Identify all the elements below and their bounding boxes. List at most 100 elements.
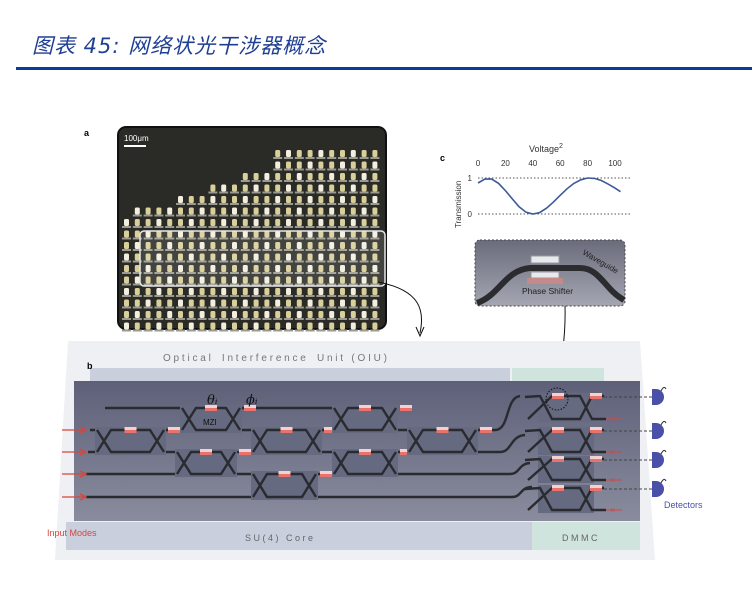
chip-element bbox=[134, 230, 140, 238]
phase-shifter-heat bbox=[205, 408, 217, 411]
chip-trace bbox=[370, 295, 380, 297]
chip-element bbox=[210, 230, 216, 238]
chip-element bbox=[264, 196, 270, 203]
chip-trace bbox=[154, 272, 164, 274]
chip-element bbox=[296, 196, 302, 203]
chip-trace bbox=[316, 329, 326, 332]
chip-trace bbox=[273, 272, 283, 274]
arrow-head-icon bbox=[415, 326, 425, 338]
chip-element bbox=[372, 242, 378, 249]
chip-element bbox=[156, 311, 162, 318]
chip-trace bbox=[327, 180, 337, 182]
chip-trace bbox=[219, 283, 229, 286]
chip-trace bbox=[338, 260, 347, 263]
phase-shifter bbox=[590, 485, 602, 488]
chip-element bbox=[134, 288, 140, 295]
chip-trace bbox=[294, 272, 304, 274]
chip-element bbox=[242, 242, 248, 249]
chip-element bbox=[167, 207, 173, 215]
chip-trace bbox=[197, 329, 207, 332]
chip-trace bbox=[284, 329, 293, 332]
chip-trace bbox=[348, 306, 358, 309]
chip-trace bbox=[273, 237, 283, 240]
phase-shifter bbox=[400, 449, 412, 452]
chip-trace bbox=[165, 272, 175, 274]
chip-trace bbox=[251, 191, 261, 194]
chip-element bbox=[210, 311, 216, 318]
chip-trace bbox=[197, 306, 207, 309]
chip-trace bbox=[262, 329, 272, 332]
chip-element bbox=[318, 219, 324, 226]
chip-trace bbox=[240, 306, 250, 309]
chip-trace bbox=[348, 203, 358, 205]
chip-element bbox=[124, 288, 129, 295]
chip-element bbox=[178, 207, 183, 215]
chip-trace bbox=[251, 318, 261, 320]
chip-trace bbox=[284, 283, 293, 286]
chip-trace bbox=[370, 168, 380, 171]
chip-trace bbox=[186, 214, 196, 217]
chip-trace bbox=[240, 283, 250, 286]
chip-trace bbox=[338, 295, 347, 297]
chip-trace bbox=[262, 214, 272, 217]
chip-element bbox=[307, 311, 313, 318]
chip-element bbox=[286, 173, 291, 180]
chip-element bbox=[296, 276, 302, 284]
chip-element bbox=[318, 230, 324, 238]
chip-trace bbox=[122, 283, 131, 286]
chip-element bbox=[318, 173, 324, 180]
chip-element bbox=[156, 230, 162, 238]
chip-element bbox=[221, 219, 227, 226]
chip-element bbox=[242, 230, 248, 238]
chip-trace bbox=[132, 237, 142, 240]
chip-trace bbox=[370, 214, 380, 217]
phase-shifter bbox=[400, 405, 412, 408]
chip-trace bbox=[262, 237, 272, 240]
chip-element bbox=[350, 253, 356, 261]
chip-trace bbox=[370, 226, 380, 228]
chip-trace bbox=[338, 214, 347, 217]
chip-element bbox=[199, 311, 205, 318]
mzi-arm bbox=[527, 486, 606, 512]
chip-element bbox=[318, 161, 324, 169]
chip-trace bbox=[348, 260, 358, 263]
phase-shifter bbox=[324, 427, 336, 430]
detector-icon bbox=[652, 420, 667, 439]
chip-element bbox=[361, 230, 367, 238]
panel-b-label: b bbox=[87, 361, 93, 371]
chip-element bbox=[221, 242, 227, 249]
chip-element bbox=[318, 288, 324, 295]
chip-trace bbox=[359, 249, 369, 251]
transmission-curve bbox=[477, 177, 621, 215]
chip-element bbox=[361, 276, 367, 284]
arrow-head-icon bbox=[79, 493, 88, 501]
chip-element bbox=[318, 311, 324, 318]
chip-trace bbox=[230, 237, 239, 240]
chip-element bbox=[253, 265, 259, 272]
arrow-head-icon bbox=[79, 470, 88, 478]
chip-trace bbox=[338, 168, 347, 171]
chip-element bbox=[167, 253, 173, 261]
chip-element bbox=[307, 276, 313, 284]
chip-element bbox=[275, 161, 281, 169]
chip-element bbox=[329, 161, 335, 169]
chip-element bbox=[350, 311, 356, 318]
chip-trace bbox=[348, 272, 358, 274]
chip-trace bbox=[186, 249, 196, 251]
chip-element bbox=[361, 161, 367, 169]
phase-shifter-heat bbox=[400, 408, 412, 411]
chip-element bbox=[210, 219, 216, 226]
chip-element bbox=[329, 288, 335, 295]
chip-element bbox=[253, 253, 259, 261]
chip-element bbox=[242, 276, 248, 284]
chip-trace bbox=[132, 260, 142, 263]
chip-trace bbox=[316, 191, 326, 194]
chip-element bbox=[296, 253, 302, 261]
chip-element bbox=[340, 184, 345, 192]
chip-trace bbox=[122, 249, 131, 251]
chip-element bbox=[340, 242, 345, 249]
phase-shifter bbox=[359, 449, 371, 452]
chip-trace bbox=[359, 306, 369, 309]
chip-element bbox=[156, 322, 162, 330]
chip-element bbox=[253, 242, 259, 249]
